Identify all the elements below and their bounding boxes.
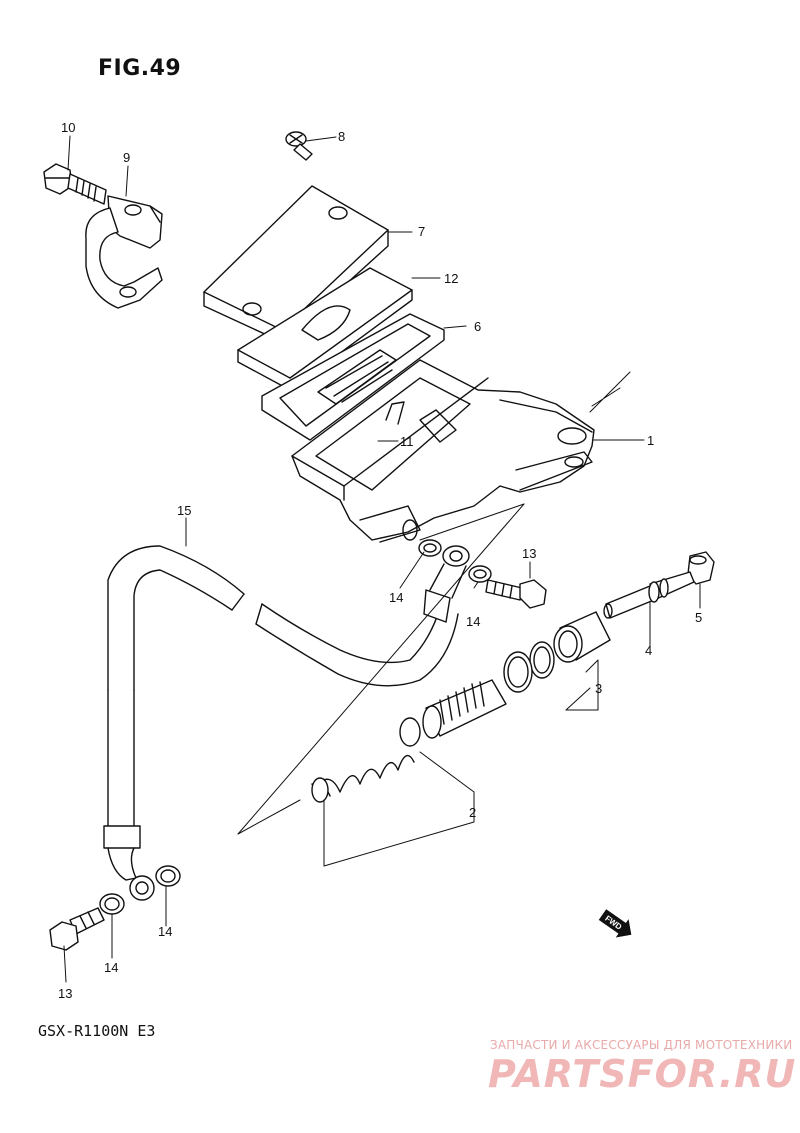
assembly-guide-lines bbox=[237, 371, 631, 835]
callout-7: 7 bbox=[418, 224, 425, 239]
callout-8: 8 bbox=[338, 129, 345, 144]
callout-14-right: 14 bbox=[466, 614, 480, 629]
callout-14-left: 14 bbox=[389, 590, 403, 605]
leader-lines bbox=[63, 135, 701, 983]
part-10-bolt bbox=[43, 163, 107, 205]
callout-15: 15 bbox=[177, 503, 191, 518]
part-6-diaphragm bbox=[261, 313, 445, 441]
part-14-washer-a bbox=[418, 539, 442, 557]
part-14-washer-d bbox=[99, 893, 125, 915]
lower-banjo-fitting bbox=[129, 875, 155, 901]
model-code: GSX-R1100N E3 bbox=[38, 1022, 156, 1040]
watermark-logo: PARTSFOR.RU bbox=[488, 1052, 797, 1096]
callout-13-upper: 13 bbox=[522, 546, 536, 561]
callout-10: 10 bbox=[61, 120, 75, 135]
part-14-washer-c bbox=[155, 865, 181, 887]
callout-4: 4 bbox=[645, 643, 652, 658]
callout-2: 2 bbox=[469, 805, 476, 820]
part-8-screw bbox=[285, 131, 313, 161]
callout-13-lower: 13 bbox=[58, 986, 72, 1001]
fwd-arrow-icon: FWD bbox=[598, 909, 632, 938]
part-14-washer-b bbox=[468, 565, 492, 583]
callout-12: 12 bbox=[444, 271, 458, 286]
part-2-piston-spring bbox=[311, 679, 507, 803]
part-13-banjo-bolt-upper bbox=[485, 579, 547, 609]
part-4-push-rod bbox=[603, 571, 695, 619]
callout-3: 3 bbox=[595, 681, 602, 696]
part-5-clevis bbox=[687, 551, 715, 585]
part-15-hose bbox=[103, 545, 470, 881]
watermark-tagline: ЗАПЧАСТИ И АКСЕССУАРЫ ДЛЯ МОТОТЕХНИКИ bbox=[490, 1038, 793, 1052]
part-9-clamp bbox=[85, 195, 163, 309]
part-12-plate bbox=[237, 267, 413, 391]
part-3-piston-cup bbox=[503, 611, 611, 693]
callout-6: 6 bbox=[474, 319, 481, 334]
figure-title: FIG.49 bbox=[98, 56, 182, 81]
callout-5: 5 bbox=[695, 610, 702, 625]
callout-9: 9 bbox=[123, 150, 130, 165]
part-1-master-cylinder-body bbox=[291, 359, 595, 543]
part-13-banjo-bolt-lower bbox=[49, 907, 105, 951]
callout-14-bottom-left: 14 bbox=[104, 960, 118, 975]
callout-11: 11 bbox=[400, 434, 414, 449]
callout-14-bottom-right: 14 bbox=[158, 924, 172, 939]
callout-1: 1 bbox=[647, 433, 654, 448]
